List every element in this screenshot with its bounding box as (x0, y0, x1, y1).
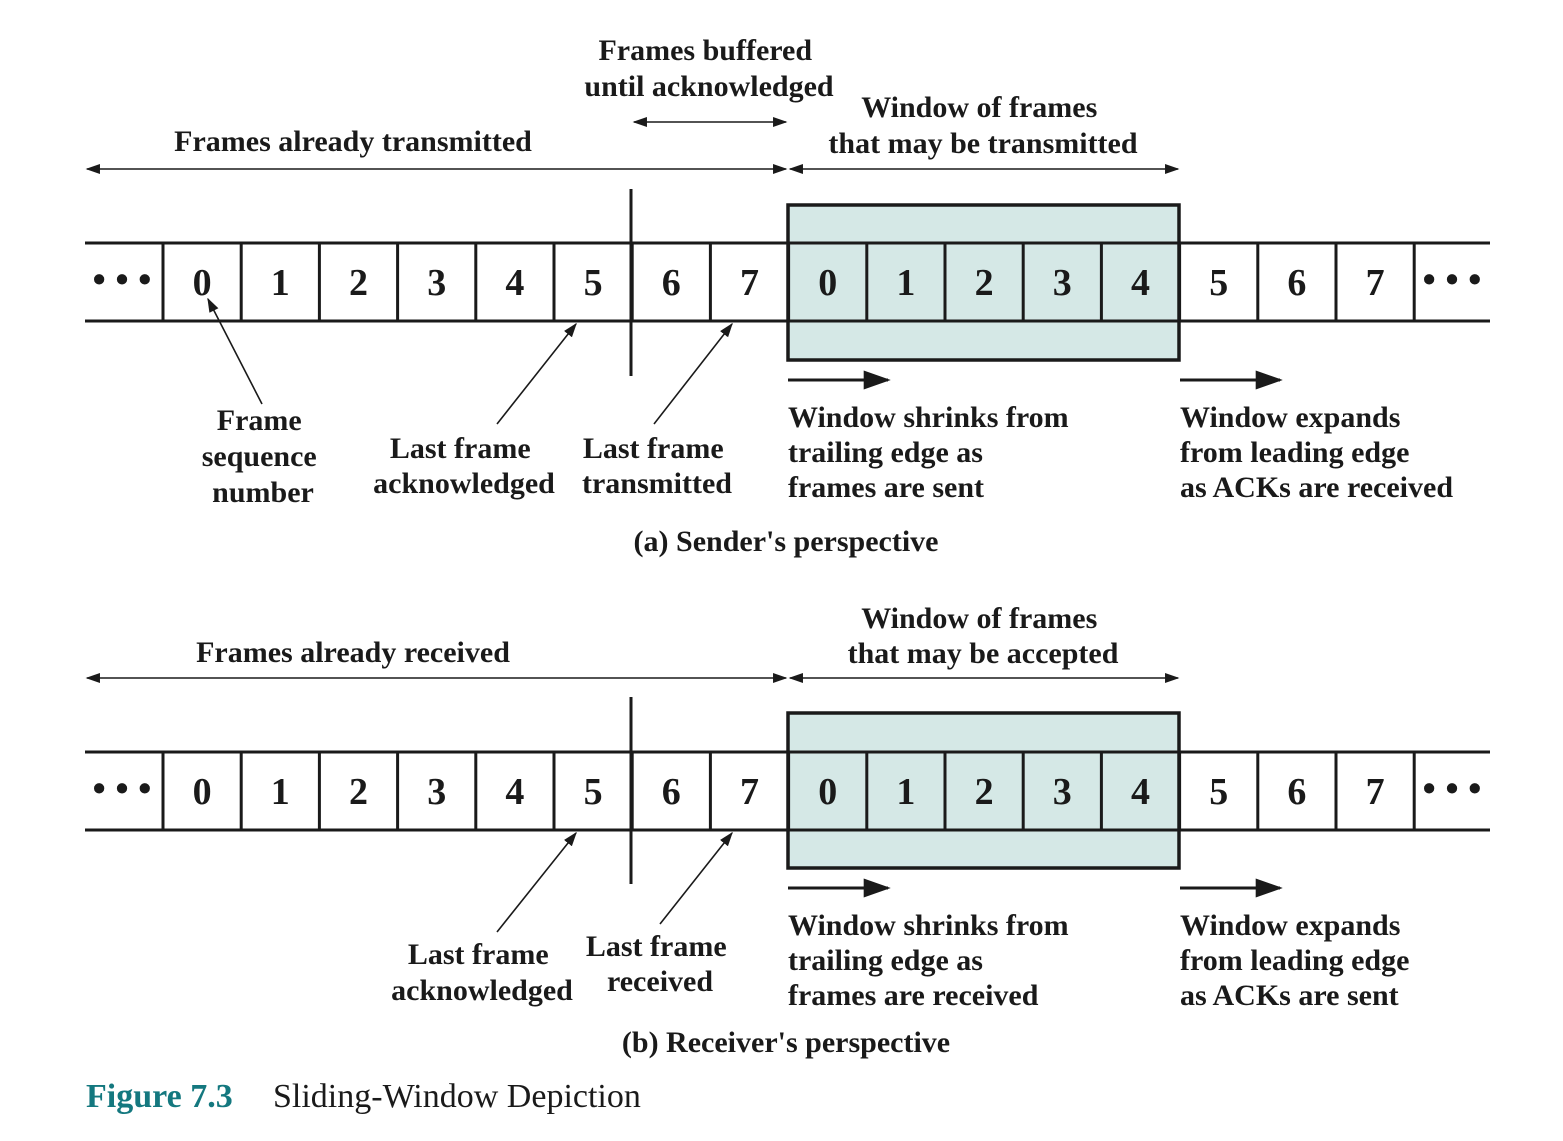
receiver-caption: (b) Receiver's perspective (622, 1026, 950, 1059)
last-transmitted-label: Last frame transmitted (582, 432, 732, 500)
frame-cell-a-12: 4 (1131, 262, 1150, 304)
frame-cell-a-14: 6 (1287, 262, 1306, 304)
frame-cell-a-7: 7 (740, 262, 759, 304)
figure-title: Sliding-Window Depiction (273, 1078, 641, 1115)
frame-cell-a-13: 5 (1209, 262, 1228, 304)
last-received-label: Last frame received (586, 930, 734, 998)
frame-cell-b-15: 7 (1366, 771, 1385, 813)
receiver-expand-label: Window expands from leading edge as ACKs… (1180, 909, 1417, 1012)
figure-caption: Figure 7.3 Sliding-Window Depiction (86, 1078, 641, 1115)
receiver-last-ack-pointer (496, 831, 577, 933)
frame-cell-a-9: 1 (896, 262, 915, 304)
frame-cell-a-3: 3 (427, 262, 446, 304)
frame-cell-b-5: 5 (584, 771, 603, 813)
sender-shrink-label: Window shrinks from trailing edge as fra… (788, 401, 1076, 504)
frame-cell-b-11: 3 (1053, 771, 1072, 813)
frame-cell-a-4: 4 (505, 262, 524, 304)
ellipsis-left: • • • (93, 768, 152, 810)
last-ack-pointer (496, 322, 577, 425)
ellipsis-right: • • • (1423, 259, 1482, 301)
frame-cell-a-8: 0 (818, 262, 837, 304)
frame-cell-b-4: 4 (505, 771, 524, 813)
frame-cell-a-0: 0 (193, 262, 212, 304)
receiver-frame-strip: 0 1 2 3 4 5 6 7 0 1 2 3 4 5 6 7 • • • • • • (85, 750, 1490, 832)
sender-window-label: Window of frames that may be transmitted (828, 91, 1137, 160)
frame-cell-b-9: 1 (896, 771, 915, 813)
frame-sequence-number-label: Frame sequence number (202, 404, 325, 509)
frames-already-received-label: Frames already received (196, 636, 510, 669)
figure-number: Figure 7.3 (86, 1078, 233, 1115)
sender-expand-label: Window expands from leading edge as ACKs… (1180, 401, 1453, 504)
frame-cell-a-6: 6 (662, 262, 681, 304)
frames-already-transmitted-label: Frames already transmitted (174, 125, 532, 158)
frame-cell-b-2: 2 (349, 771, 368, 813)
receiver-shrink-label: Window shrinks from trailing edge as fra… (788, 909, 1076, 1012)
frame-cell-b-10: 2 (975, 771, 994, 813)
receiver-window-label: Window of frames that may be accepted (848, 602, 1119, 670)
frame-cell-b-0: 0 (193, 771, 212, 813)
frame-cell-b-1: 1 (271, 771, 290, 813)
ellipsis-right: • • • (1423, 768, 1482, 810)
receiver-panel: Frames already received Window of frames… (85, 602, 1490, 1059)
last-tx-pointer (653, 322, 733, 425)
frame-cell-b-7: 7 (740, 771, 759, 813)
frame-cell-b-3: 3 (427, 771, 446, 813)
sender-last-ack-label: Last frame acknowledged (373, 432, 555, 500)
frames-buffered-label: Frames buffered until acknowledged (584, 34, 834, 103)
frame-seq-pointer (207, 297, 263, 405)
sender-window-box (786, 203, 1181, 362)
frame-cell-b-13: 5 (1209, 771, 1228, 813)
frame-cell-b-14: 6 (1287, 771, 1306, 813)
frame-cell-b-12: 4 (1131, 771, 1150, 813)
frame-cell-b-8: 0 (818, 771, 837, 813)
frame-cell-a-10: 2 (975, 262, 994, 304)
frame-cell-a-5: 5 (584, 262, 603, 304)
receiver-last-ack-label: Last frame acknowledged (391, 938, 573, 1007)
frame-cell-b-6: 6 (662, 771, 681, 813)
sender-panel: Frames buffered until acknowledged Frame… (85, 34, 1490, 558)
frame-cell-a-2: 2 (349, 262, 368, 304)
sender-caption: (a) Sender's perspective (634, 525, 939, 558)
frame-cell-a-1: 1 (271, 262, 290, 304)
last-rx-pointer (659, 831, 733, 925)
sender-frame-strip: 0 1 2 3 4 5 6 7 0 1 2 3 4 5 6 7 • • • • • • (85, 241, 1490, 323)
frame-cell-a-15: 7 (1366, 262, 1385, 304)
frame-cell-a-11: 3 (1053, 262, 1072, 304)
ellipsis-left: • • • (93, 259, 152, 301)
